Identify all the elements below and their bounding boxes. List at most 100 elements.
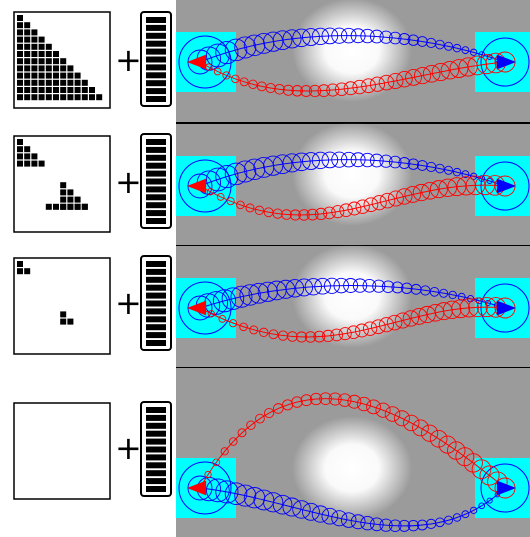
trajectory-marker <box>272 494 293 515</box>
matrix-cell <box>81 79 88 86</box>
matrix-cell <box>60 318 67 325</box>
matrix-row-4 <box>13 401 172 500</box>
trajectory-marker <box>338 327 352 341</box>
trajectory-marker <box>421 424 439 442</box>
matrix-cell <box>17 94 23 101</box>
trajectory-marker <box>398 157 411 170</box>
trajectory-marker <box>470 506 478 514</box>
trajectory-marker <box>405 68 422 86</box>
matrix-cell <box>67 65 74 72</box>
trajectory-marker <box>243 34 266 57</box>
matrix-cell <box>17 153 23 160</box>
trajectory-column <box>176 0 530 537</box>
obstacle-glow <box>292 244 412 348</box>
vector-cell <box>146 470 166 477</box>
trajectory-marker <box>398 33 411 46</box>
vector-cell <box>146 72 166 79</box>
matrix-cell <box>17 29 23 36</box>
trajectory-marker <box>229 319 238 328</box>
matrix-cell <box>89 94 95 101</box>
matrix-cell <box>53 72 59 79</box>
trajectory-marker <box>435 163 445 174</box>
matrix-cell <box>24 29 31 36</box>
trajectory-marker <box>229 437 238 446</box>
trajectory-marker <box>407 34 420 46</box>
matrix-cell <box>67 203 74 210</box>
vector-cell <box>146 210 166 217</box>
trajectory-marker <box>435 39 445 50</box>
trajectory-marker <box>386 314 403 331</box>
matrix-cell <box>17 72 23 79</box>
trajectory-marker <box>220 447 229 456</box>
trajectory-marker <box>285 279 305 298</box>
matrix-cell <box>17 43 23 50</box>
trajectory-line <box>199 184 506 216</box>
trajectory-marker <box>378 74 395 91</box>
matrix-cell <box>31 51 38 57</box>
trajectory-marker <box>440 60 460 80</box>
trajectory-marker <box>347 201 362 216</box>
trajectory-marker <box>470 48 478 56</box>
matrix-cell <box>60 311 67 318</box>
matrix-cell <box>38 43 45 50</box>
trajectory-marker <box>253 489 275 511</box>
trajectory-marker <box>304 278 322 296</box>
matrix-cell <box>24 87 31 93</box>
vector-cell <box>146 40 166 47</box>
trajectory-marker <box>226 197 235 206</box>
blue-trajectory <box>187 277 508 321</box>
vector-cell <box>146 48 166 55</box>
matrix-cell <box>31 36 38 43</box>
trajectory-marker <box>448 290 457 300</box>
trajectory-marker <box>431 62 450 81</box>
matrix-cell <box>31 72 38 79</box>
matrix-cell <box>45 79 52 86</box>
red-trajectory <box>196 392 516 499</box>
trajectory-marker <box>438 178 458 198</box>
vector-cell <box>146 80 166 87</box>
trajectory-marker <box>410 308 428 325</box>
trajectory-marker <box>300 394 313 407</box>
trajectory-marker <box>249 325 259 335</box>
blue-arrow <box>496 300 516 316</box>
trajectory-marker <box>272 30 293 50</box>
trajectory-marker <box>422 64 441 83</box>
matrix-cell <box>53 58 59 65</box>
plus-sign-row-1: + <box>115 41 142 79</box>
trajectory-line <box>199 487 506 527</box>
trajectory-marker <box>302 502 320 521</box>
matrix-cell <box>60 72 67 79</box>
matrix-cell <box>74 203 81 210</box>
trajectory-marker <box>231 74 240 84</box>
trajectory-marker <box>243 158 266 181</box>
trajectory-panel-1 <box>176 0 530 122</box>
vector-cell <box>146 292 166 299</box>
matrix-cell <box>53 94 59 101</box>
matrix-cell <box>38 65 45 72</box>
matrix-cell <box>31 87 38 93</box>
trajectory-marker <box>282 399 294 411</box>
red-arrow <box>187 178 207 194</box>
trajectory-marker <box>379 192 396 209</box>
trajectory-marker <box>452 513 462 522</box>
matrix-cell <box>24 153 31 160</box>
matrix-cell <box>60 58 67 65</box>
trajectory-marker <box>205 167 230 192</box>
goal-circle <box>480 161 530 211</box>
vector-cell <box>146 438 166 445</box>
trajectory-line <box>199 35 506 63</box>
trajectory-marker <box>407 158 420 170</box>
trajectory-marker <box>331 205 345 219</box>
matrix-cell <box>96 94 103 101</box>
matrix-cell <box>24 268 31 275</box>
matrix-cell <box>17 58 23 65</box>
red-trajectory <box>196 297 516 343</box>
matrix-cell <box>53 87 59 93</box>
matrix-cell <box>74 79 81 86</box>
vector-cell <box>146 486 166 492</box>
matrix-cell <box>45 94 52 101</box>
obstacle-glow <box>292 122 412 226</box>
plus-sign-row-3: + <box>115 284 142 322</box>
trajectory-marker <box>236 200 245 210</box>
